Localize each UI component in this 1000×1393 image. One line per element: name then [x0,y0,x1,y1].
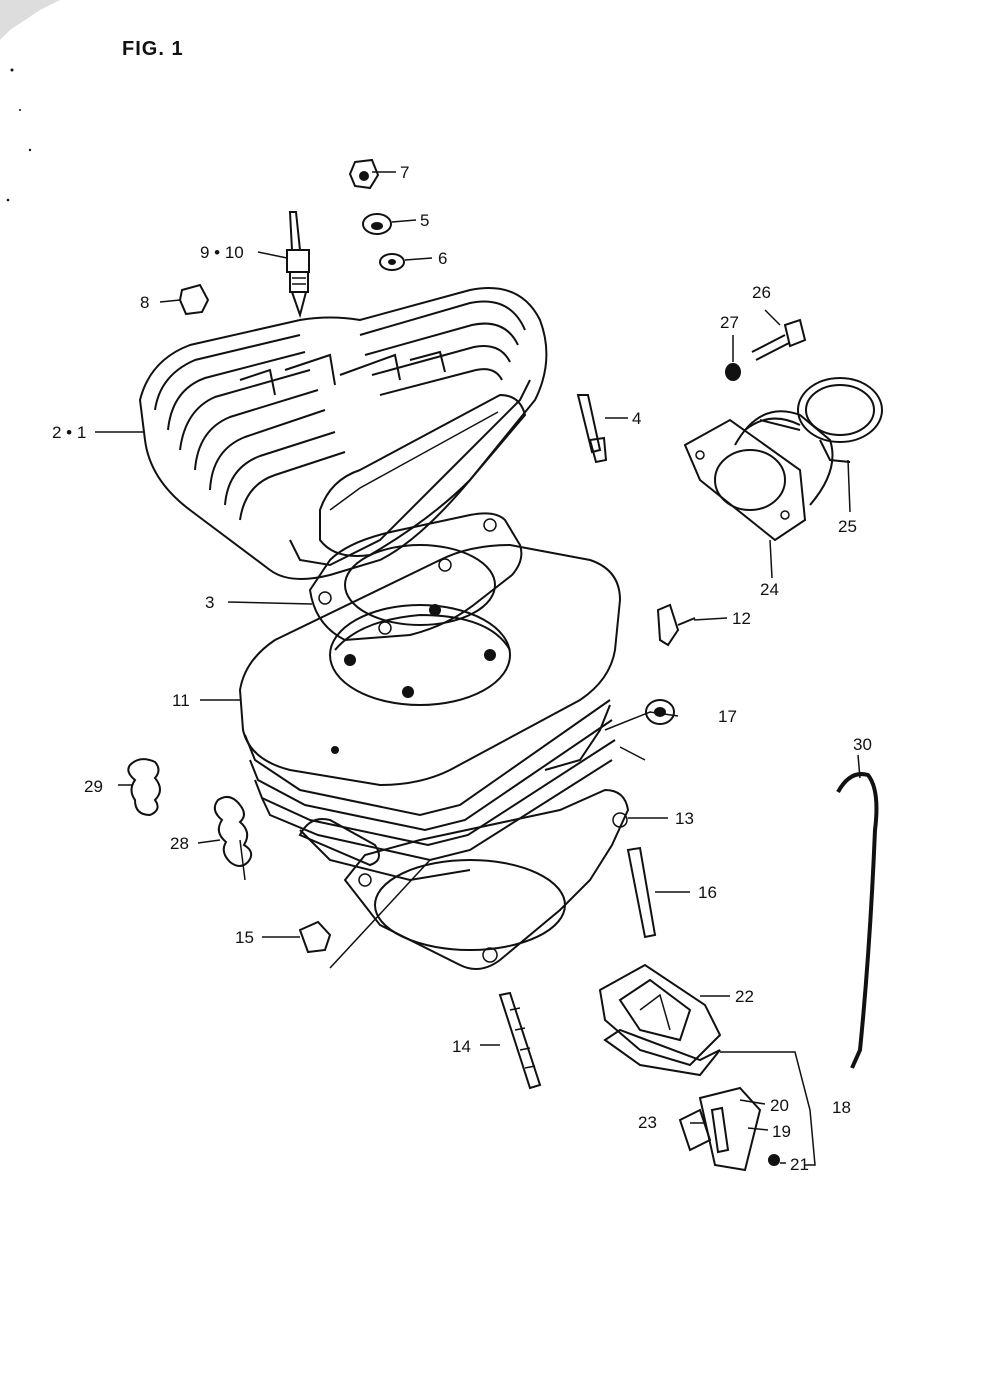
stud-bolt [576,394,608,464]
cylinder [238,543,622,882]
fitting [656,603,696,647]
base-gasket [343,788,630,970]
callout-labels: 7 5 6 9 • 10 8 2 • 1 4 3 26 27 25 24 12 … [52,163,872,1174]
callout-28: 28 [170,834,189,853]
grommet-29 [127,758,161,817]
stud [498,991,542,1090]
grommet-28 [213,795,253,867]
callout-16: 16 [698,883,717,902]
figure-title: FIG. 1 [122,38,184,60]
callout-25: 25 [838,517,857,536]
nut [362,213,392,235]
cap-nut [298,920,332,954]
cylinder-head [138,287,548,580]
head-gasket [308,512,523,642]
callout-13: 13 [675,809,694,828]
callout-4: 4 [632,409,641,428]
callout-30: 30 [853,735,872,754]
callout-20: 20 [770,1096,789,1115]
callout-9-10: 9 • 10 [200,243,244,262]
callout-14: 14 [452,1037,471,1056]
scan-noise [0,0,60,202]
callout-22: 22 [735,987,754,1006]
callout-23: 23 [638,1113,657,1132]
callout-24: 24 [760,580,779,599]
head-nut [348,158,380,190]
callout-17: 17 [718,707,737,726]
callout-2-1: 2 • 1 [52,423,86,442]
spark-plug [286,211,310,319]
washer [379,253,405,271]
callout-27: 27 [720,313,739,332]
washer-27 [725,363,741,381]
reed-stopper [678,1086,780,1172]
callout-29: 29 [84,777,103,796]
intake-pipe [683,410,834,542]
callout-6: 6 [438,249,447,268]
callout-11: 11 [172,691,190,710]
callout-8: 8 [140,293,149,312]
hose-clamp [797,377,883,463]
callout-18: 18 [832,1098,851,1117]
callout-12: 12 [732,609,751,628]
vent-hose [836,772,879,1069]
callout-5: 5 [420,211,429,230]
callout-21: 21 [790,1155,809,1174]
reed-valve [598,963,722,1077]
callout-7: 7 [400,163,409,182]
callout-3: 3 [205,593,214,612]
callout-15: 15 [235,928,254,947]
leader-lines [95,171,861,1166]
bolt [751,318,807,361]
callout-19: 19 [772,1122,791,1141]
cap [178,283,210,316]
callout-26: 26 [752,283,771,302]
dowel-pin [626,846,657,939]
